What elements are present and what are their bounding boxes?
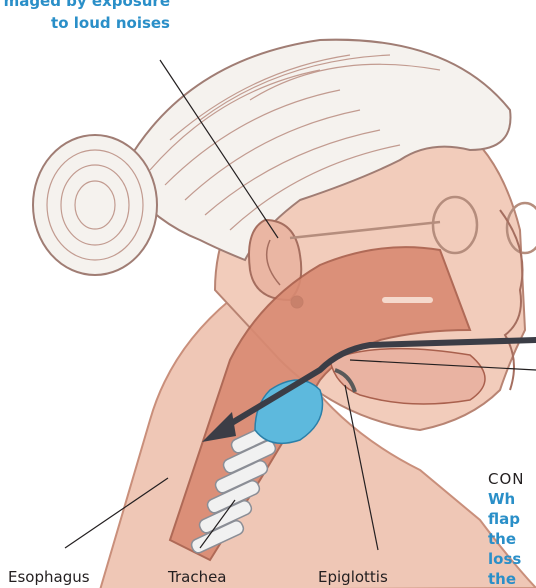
side-text-line5: the [488, 570, 516, 588]
side-heading: CON [488, 470, 525, 488]
ear-caption-line1: maged by exposure [0, 0, 170, 10]
side-text-line1: Wh [488, 490, 515, 508]
side-text-line2: flap [488, 510, 520, 528]
label-epiglottis: Epiglottis [318, 568, 388, 586]
label-esophagus: Esophagus [8, 568, 90, 586]
side-text-line3: the [488, 530, 516, 548]
ear-caption-line2: to loud noises [0, 14, 170, 32]
side-text-line4: loss [488, 550, 521, 568]
label-trachea: Trachea [168, 568, 227, 586]
hair-bun [33, 135, 157, 275]
